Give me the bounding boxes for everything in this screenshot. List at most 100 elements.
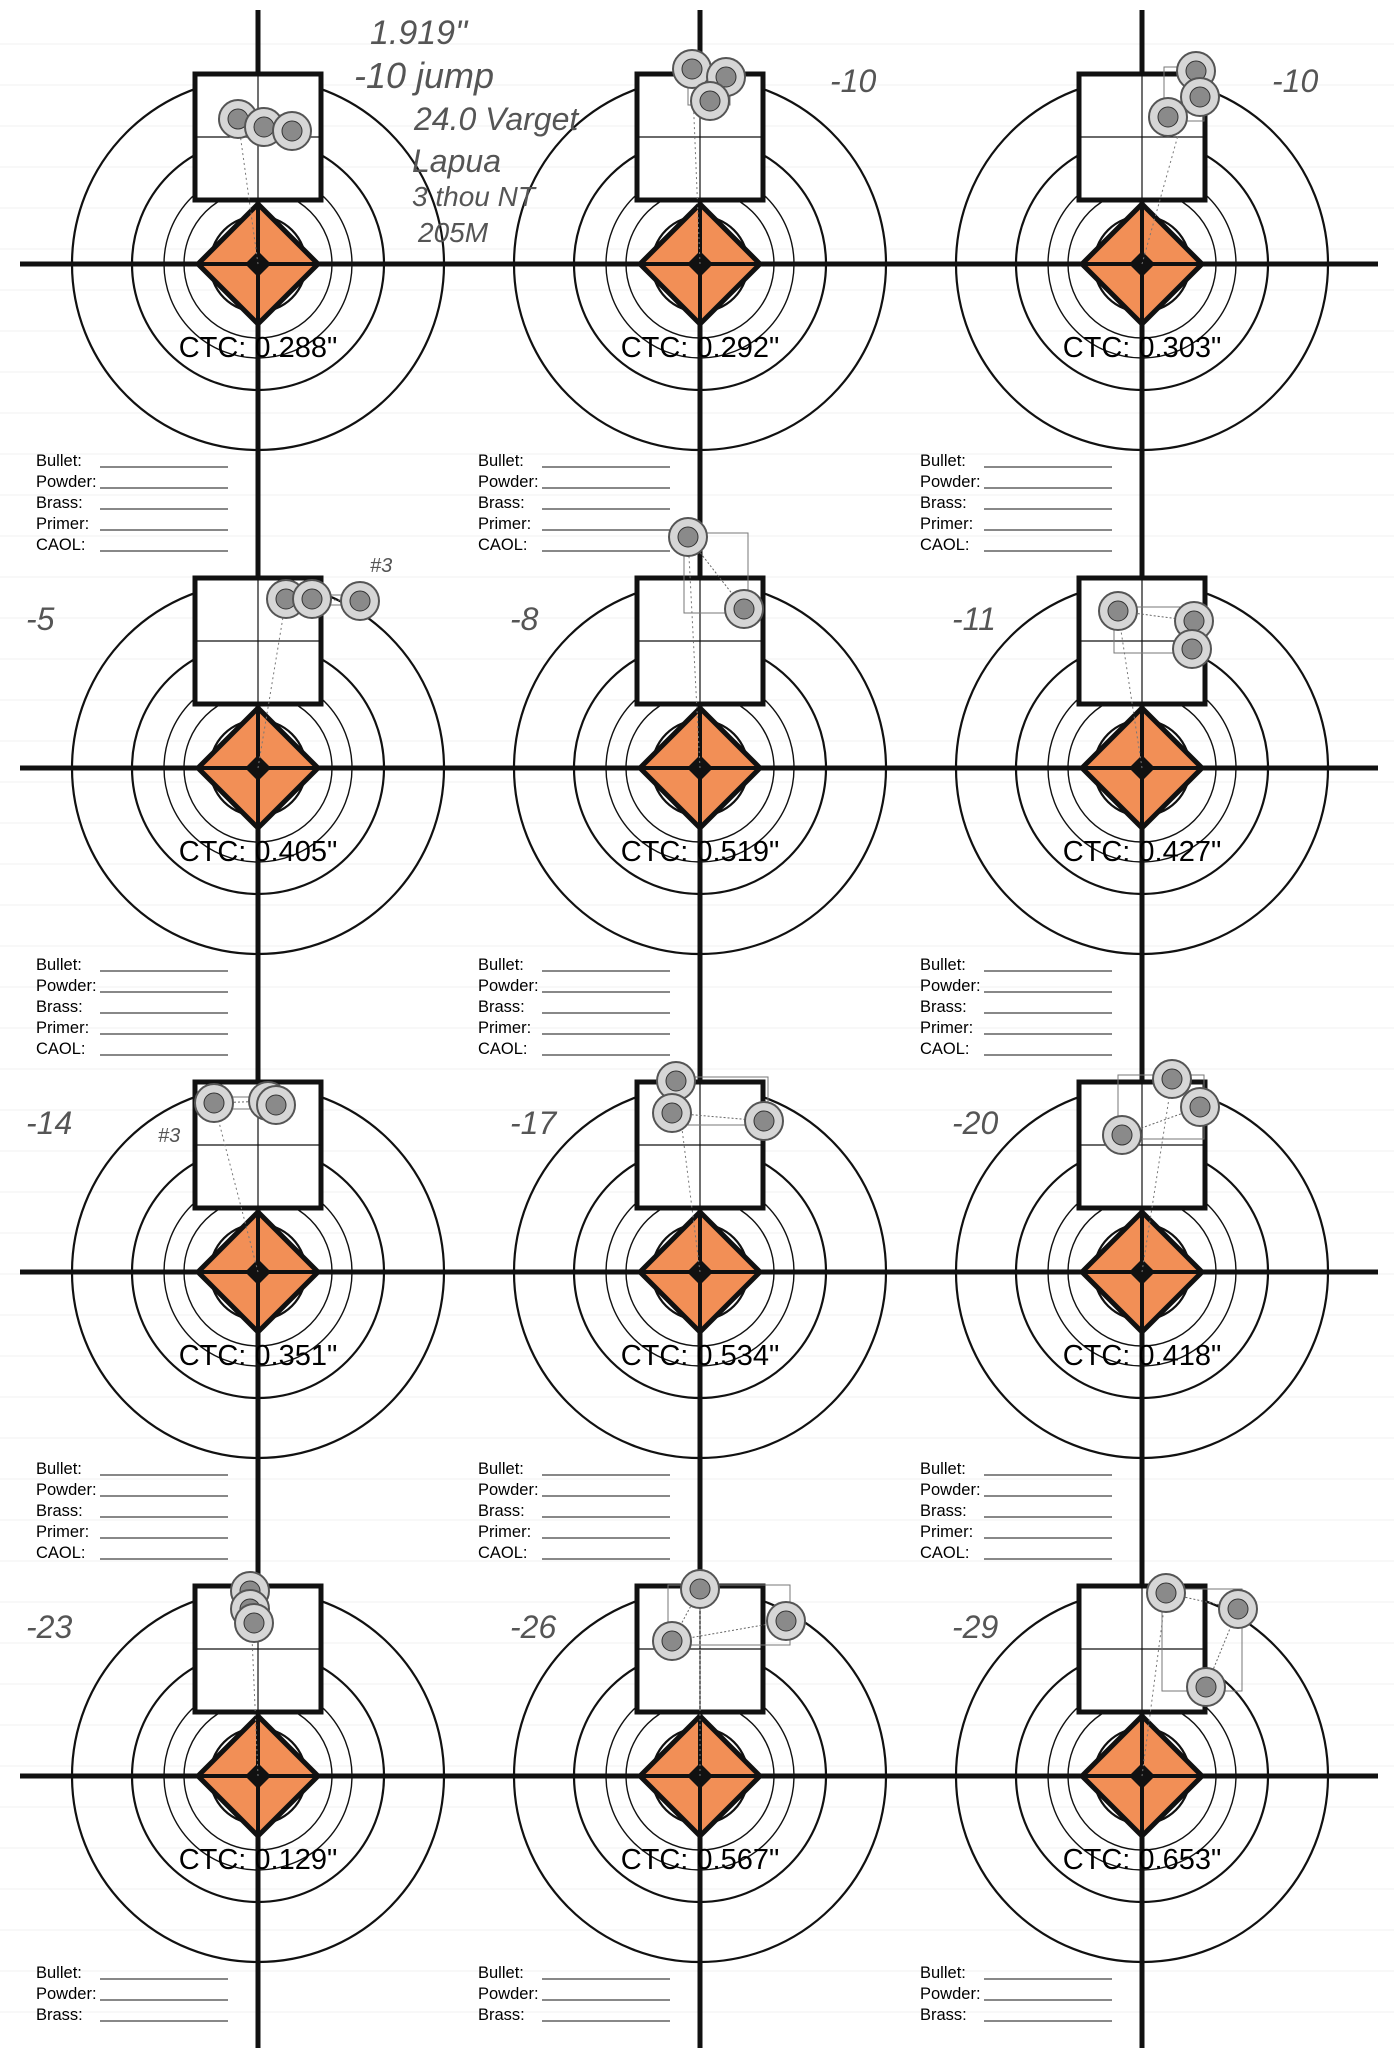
ctc-measurement: CTC: 0.519" (621, 836, 780, 868)
handwritten-offset-note: -29 (952, 1609, 998, 1645)
field-label: Bullet: (36, 1460, 82, 1478)
bullet-hole-core (775, 1610, 797, 1632)
ctc-measurement: CTC: 0.418" (1063, 1340, 1222, 1372)
poi-offset-line (1141, 70, 1197, 265)
field-label: Bullet: (478, 452, 524, 470)
field-label: CAOL: (36, 1544, 86, 1562)
bullet-hole-core (699, 90, 721, 112)
field-label: Bullet: (920, 956, 966, 974)
bullet-hole-core (689, 1578, 711, 1600)
target-2: CTC: 0.292"-10Bullet:Powder:Brass:Primer… (478, 49, 888, 554)
ctc-measurement: CTC: 0.288" (179, 332, 338, 364)
poi-offset-line (237, 118, 259, 265)
target-9: CTC: 0.418"-20Bullet:Powder:Brass:Primer… (920, 1059, 1330, 1562)
field-label: Brass: (920, 1502, 967, 1520)
ctc-measurement: CTC: 0.653" (1063, 1844, 1222, 1876)
bullet-hole-core (1189, 1096, 1211, 1118)
bullet-hole-core (301, 588, 323, 610)
field-label: Powder: (920, 1985, 981, 2003)
bullet-hole-core (665, 1070, 687, 1092)
bullet-hole-core (1181, 638, 1203, 660)
field-label: Powder: (36, 473, 97, 491)
target-5: CTC: 0.519"-8Bullet:Powder:Brass:Primer:… (478, 517, 888, 1058)
ctc-measurement: CTC: 0.567" (621, 1844, 780, 1876)
field-label: Powder: (36, 1985, 97, 2003)
handwritten-offset-note: -8 (510, 601, 539, 637)
group-connector-line (671, 1588, 787, 1642)
bullet-hole-core (265, 1094, 287, 1116)
field-label: Bullet: (36, 1964, 82, 1982)
field-label: Powder: (920, 977, 981, 995)
field-label: Powder: (36, 977, 97, 995)
bullet-hole-core (1183, 610, 1205, 632)
ctc-measurement: CTC: 0.292" (621, 332, 780, 364)
field-label: Brass: (920, 2006, 967, 2024)
handwritten-offset-note: -26 (510, 1609, 556, 1645)
field-label: Brass: (920, 494, 967, 512)
field-label: Brass: (36, 494, 83, 512)
field-label: Powder: (920, 1481, 981, 1499)
field-label: Bullet: (478, 1460, 524, 1478)
field-label: Primer: (920, 515, 973, 533)
field-label: Primer: (36, 515, 89, 533)
field-label: Primer: (920, 1019, 973, 1037)
bullet-hole-core (253, 116, 275, 138)
field-label: Brass: (478, 998, 525, 1016)
bullet-hole-core (661, 1630, 683, 1652)
ctc-measurement: CTC: 0.405" (179, 836, 338, 868)
field-label: Primer: (478, 1019, 531, 1037)
handwritten-offset-note: -10 (830, 63, 876, 99)
bullet-hole-core (349, 590, 371, 612)
target-8: CTC: 0.534"-17Bullet:Powder:Brass:Primer… (478, 1061, 888, 1562)
bullet-hole-core (281, 120, 303, 142)
handwritten-offset-note: -17 (510, 1105, 557, 1141)
field-label: Primer: (478, 515, 531, 533)
note-neck-tension: 3 thou NT (412, 181, 537, 212)
field-label: Bullet: (36, 956, 82, 974)
ctc-measurement: CTC: 0.534" (621, 1340, 780, 1372)
ctc-measurement: CTC: 0.351" (179, 1340, 338, 1372)
field-label: Powder: (478, 977, 539, 995)
poi-offset-line (1141, 1592, 1167, 1777)
ctc-measurement: CTC: 0.427" (1063, 836, 1222, 868)
target-1: CTC: 0.288"Bullet:Powder:Brass:Primer:CA… (36, 71, 446, 554)
note-primer: 205M (417, 217, 489, 248)
ctc-measurement: CTC: 0.303" (1063, 332, 1222, 364)
field-label: Bullet: (920, 1964, 966, 1982)
bullet-hole-core (715, 66, 737, 88)
bullet-hole-core (753, 1110, 775, 1132)
field-label: Bullet: (920, 452, 966, 470)
field-label: Powder: (478, 473, 539, 491)
bullet-hole-core (733, 598, 755, 620)
field-label: CAOL: (478, 1040, 528, 1058)
handwritten-offset-note: -14 (26, 1105, 72, 1141)
poi-offset-line (1117, 610, 1143, 769)
poi-offset-line (249, 1590, 259, 1777)
handwritten-offset-note: -11 (952, 601, 996, 637)
bullet-hole-core (1161, 1068, 1183, 1090)
note-brass: Lapua (412, 143, 501, 179)
handwritten-offset-note: -20 (952, 1105, 998, 1141)
bullet-hole-core (681, 58, 703, 80)
poi-offset-line (257, 598, 287, 769)
field-label: Powder: (920, 473, 981, 491)
field-label: Bullet: (478, 1964, 524, 1982)
ctc-measurement: CTC: 0.129" (179, 1844, 338, 1876)
field-label: CAOL: (920, 1544, 970, 1562)
field-label: Powder: (478, 1985, 539, 2003)
bullet-hole-core (1157, 106, 1179, 128)
handwritten-offset-note: -5 (26, 601, 55, 637)
bullet-hole-core (1189, 86, 1211, 108)
field-label: Brass: (36, 1502, 83, 1520)
field-label: Brass: (920, 998, 967, 1016)
field-label: Brass: (478, 1502, 525, 1520)
field-label: Brass: (36, 2006, 83, 2024)
field-label: Powder: (36, 1481, 97, 1499)
handwritten-offset-note: -23 (26, 1609, 72, 1645)
field-label: CAOL: (478, 1544, 528, 1562)
target-7: CTC: 0.351"-14#3Bullet:Powder:Brass:Prim… (26, 1079, 446, 1562)
